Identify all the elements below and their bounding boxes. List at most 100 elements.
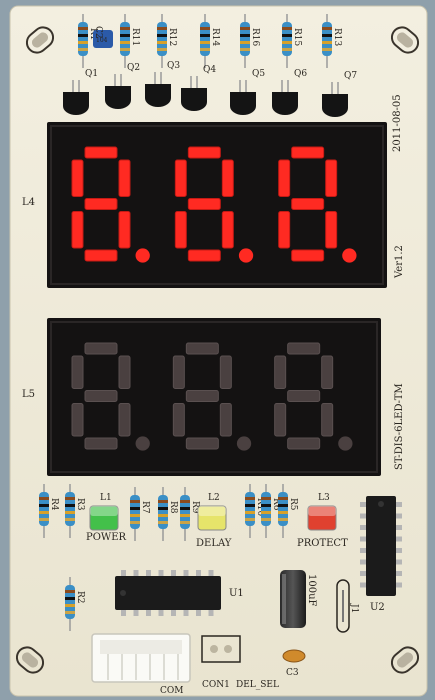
display-digit — [71, 342, 150, 451]
segment-a — [287, 342, 321, 355]
decimal-point — [135, 248, 150, 263]
chip-ref: U1 — [229, 588, 244, 599]
segment-e — [174, 211, 187, 249]
segment-d — [287, 437, 321, 450]
segment-b — [118, 355, 131, 389]
led-ref: L3 — [318, 493, 330, 503]
segment-c — [321, 403, 334, 437]
chip-ref: U2 — [370, 602, 385, 613]
transistor-q4: Q4 — [181, 65, 216, 111]
resistor-label: R11 — [130, 28, 140, 46]
segment-g — [84, 198, 118, 210]
resistor-r5: R5 — [278, 484, 298, 538]
transistor-q1: Q1 — [63, 69, 98, 115]
resistor-label: R10 — [255, 498, 265, 517]
segment-d — [187, 249, 221, 262]
resistor-r10: R10 — [245, 484, 265, 538]
segment-c — [219, 403, 232, 437]
capacitor-c3: C3 — [282, 649, 306, 678]
segment-c — [221, 211, 234, 249]
display-digit — [172, 342, 252, 451]
board-version: Ver1.2 — [394, 245, 405, 279]
resistor-r4: R4 — [39, 484, 59, 538]
mounting-hole — [25, 26, 55, 54]
segment-f — [274, 355, 287, 389]
connector-con1-label: DEL_SEL — [236, 680, 279, 690]
decimal-point — [238, 248, 254, 263]
electrolytic-capacitor-body — [280, 570, 306, 628]
led-ref: L1 — [100, 493, 112, 503]
transistor-q2: Q2 — [105, 63, 140, 109]
segment-f — [71, 355, 84, 389]
segment-b — [219, 355, 232, 389]
connector-con2: COM — [91, 633, 191, 696]
segment-b — [118, 159, 131, 197]
board-date: 2011-08-05 — [392, 94, 403, 152]
mounting-hole — [15, 646, 45, 674]
resistor-label: R7 — [140, 501, 150, 514]
resistor-label: R4 — [49, 498, 59, 511]
resistor-label: R12 — [167, 28, 177, 46]
ic-u2: U2 — [360, 496, 402, 613]
segment-f — [174, 159, 187, 197]
capacitor-e1: 100uF — [280, 570, 317, 628]
resistor-label: R8 — [168, 501, 178, 514]
resistor-r7: R7 — [130, 487, 150, 541]
mounting-hole — [390, 646, 420, 674]
segment-b — [321, 355, 334, 389]
led-label: DELAY — [196, 538, 232, 549]
transistor-q7: Q7 — [322, 71, 357, 117]
capacitor-c2-value: 104 — [96, 37, 108, 44]
segment-f — [71, 159, 84, 197]
capacitor-c2-ref: C2 — [93, 26, 103, 39]
led-label: POWER — [86, 532, 127, 543]
transistor-label: Q6 — [294, 69, 307, 79]
segment-e — [172, 403, 185, 437]
segment-g — [84, 390, 118, 402]
segment-c — [118, 211, 131, 249]
capacitor-e1-value: 100uF — [306, 574, 317, 607]
resistor-r9: R9 — [180, 487, 200, 541]
resistor-label: R3 — [75, 498, 85, 511]
resistor-r8: R8 — [158, 487, 178, 541]
resistor-label: R13 — [332, 28, 342, 47]
transistor-label: Q2 — [127, 63, 140, 73]
segment-f — [172, 355, 185, 389]
segment-d — [84, 437, 118, 450]
display-digit — [274, 342, 353, 451]
segment-b — [221, 159, 234, 197]
resistor-r11: R11 — [120, 14, 140, 68]
decimal-point — [236, 436, 252, 451]
display-label: L5 — [22, 389, 35, 400]
mounting-hole — [390, 26, 420, 54]
display-digit — [71, 146, 150, 263]
resistor-label: R9 — [190, 501, 200, 514]
display-label: L4 — [22, 197, 35, 208]
board-model: ST-DIS-6LED-TM — [394, 383, 405, 470]
segment-c — [118, 403, 131, 437]
connector-con2-label: COM — [160, 686, 183, 696]
segment-g — [185, 390, 219, 402]
display-digit — [278, 146, 357, 263]
segment-e — [274, 403, 287, 437]
transistor-label: Q5 — [252, 69, 265, 79]
resistor-r14: R14 — [200, 14, 220, 68]
led-label: PROTECT — [297, 538, 348, 549]
segment-e — [278, 211, 291, 249]
transistor-label: Q7 — [344, 71, 357, 81]
resistor-label: R6 — [271, 498, 281, 511]
segment-e — [71, 403, 84, 437]
decimal-point — [135, 436, 150, 451]
ic-u1: U1 — [115, 570, 244, 616]
resistor-label: R5 — [288, 498, 298, 511]
transistor-label: Q3 — [167, 61, 180, 71]
resistor-r6: R6 — [261, 484, 281, 538]
segment-g — [291, 198, 325, 210]
